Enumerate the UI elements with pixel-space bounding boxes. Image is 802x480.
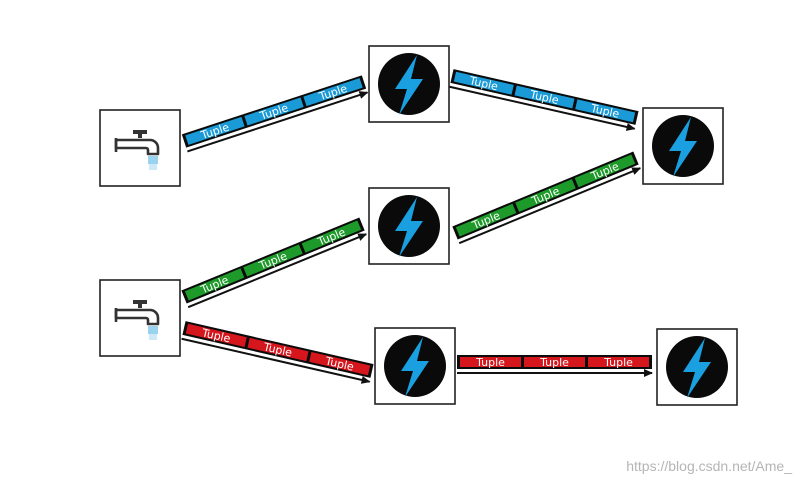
stream-arrow [187, 91, 369, 153]
bolt-node [656, 328, 738, 406]
tuple-block [515, 179, 576, 212]
bolt-node [374, 327, 456, 405]
tuple-label: Tuple [603, 356, 633, 369]
tuple-block [514, 85, 575, 109]
tuple-block [460, 357, 521, 367]
bolt-node [642, 107, 724, 185]
tuple-label: Tuple [470, 209, 503, 233]
stream-arrow [458, 167, 642, 245]
tuple-block [185, 323, 247, 347]
tuple-label: Tuple [256, 249, 289, 272]
bolt-lightning-icon-bottom-right [666, 336, 728, 398]
bolt-lightning-icon-bottom-center [384, 335, 446, 397]
tuple-block [184, 268, 245, 301]
tuple-block [455, 203, 517, 237]
tuple-block [574, 154, 636, 188]
tuple-label: Tuple [475, 356, 505, 369]
tuple-block [185, 116, 245, 145]
spout-node [99, 279, 181, 357]
tuple-label: Tuple [588, 160, 621, 184]
tuple-label: Tuple [528, 88, 560, 107]
bolt-lightning-icon-middle-center [378, 195, 440, 257]
tuple-label: Tuple [467, 74, 499, 93]
spout-node [99, 109, 181, 187]
tuple-block [303, 78, 363, 107]
stream-arrow [187, 233, 368, 309]
tuple-block [301, 220, 362, 253]
tuple-label: Tuple [589, 102, 621, 121]
tuple-label: Tuple [539, 356, 569, 369]
tuple-label: Tuple [200, 326, 232, 345]
tuple-label: Tuple [198, 273, 231, 296]
stream-arrow [181, 337, 371, 384]
bolt-lightning-icon-top-center [378, 53, 440, 115]
tuple-block [309, 352, 371, 376]
tuple-block [243, 244, 303, 277]
tuple-label: Tuple [323, 354, 355, 373]
tuple-label: Tuple [529, 184, 562, 208]
tuple-block [588, 357, 649, 367]
tuple-block [247, 337, 309, 362]
bolt-node [368, 187, 450, 265]
bolt-lightning-icon-top-right [652, 115, 714, 177]
watermark-text: https://blog.csdn.net/Ame_ [626, 458, 792, 474]
tuple-label: Tuple [315, 225, 348, 248]
tuple-block [524, 357, 585, 367]
stream-arrow [449, 85, 636, 131]
stream-red-bolt-to-bolt: Tuple Tuple Tuple [457, 355, 653, 377]
tuple-block [575, 99, 636, 123]
tuple-block [244, 97, 304, 126]
bolt-node [368, 45, 450, 123]
tuple-label: Tuple [261, 340, 293, 359]
tuple-block [453, 71, 514, 95]
